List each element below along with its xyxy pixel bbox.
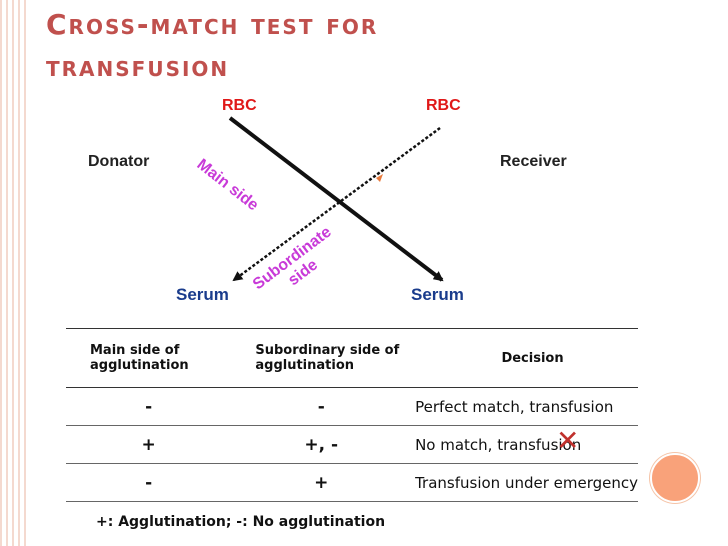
header-main-side: Main side of agglutination (66, 328, 232, 388)
x-mark-icon: ✕ (556, 424, 580, 457)
cell-sub: - (231, 387, 412, 426)
table-row: - + Transfusion under emergency (66, 463, 638, 502)
serum-label-donor: Serum (176, 285, 229, 304)
cell-decision: No match, transfusion (411, 425, 638, 464)
title-line-2: transfusion (46, 50, 230, 83)
legend-note: +: Agglutination; -: No agglutination (96, 514, 386, 530)
cell-sub: +, - (231, 425, 412, 464)
receiver-label: Receiver (500, 153, 567, 170)
rbc-label-receiver: RBC (426, 97, 461, 114)
small-orange-mark (376, 174, 383, 182)
table-row: + +, - No match, transfusion (66, 425, 638, 464)
cell-main: - (66, 387, 232, 426)
cell-main: + (66, 425, 232, 464)
page-title: Cross-match test for transfusion (46, 4, 606, 88)
serum-label-receiver: Serum (411, 285, 464, 304)
header-decision: Decision (411, 328, 638, 388)
cell-decision: Perfect match, transfusion (411, 387, 638, 426)
cell-decision: Transfusion under emergency (411, 463, 638, 502)
decorative-left-border (0, 0, 30, 546)
rbc-label-donor: RBC (222, 97, 257, 114)
cell-main: - (66, 463, 232, 502)
cross-match-table: Main side of agglutination Subordinary s… (66, 328, 638, 502)
title-line-1: Cross-match test for (46, 8, 379, 41)
table-header-row: Main side of agglutination Subordinary s… (66, 328, 638, 388)
header-subordinary-side: Subordinary side of agglutination (231, 328, 412, 388)
subordinate-side-arrow (232, 126, 441, 282)
cell-sub: + (231, 463, 412, 502)
main-side-arrow (228, 116, 444, 282)
table-row: - - Perfect match, transfusion (66, 387, 638, 426)
orange-circle-decoration (650, 453, 700, 503)
donator-label: Donator (88, 153, 150, 170)
